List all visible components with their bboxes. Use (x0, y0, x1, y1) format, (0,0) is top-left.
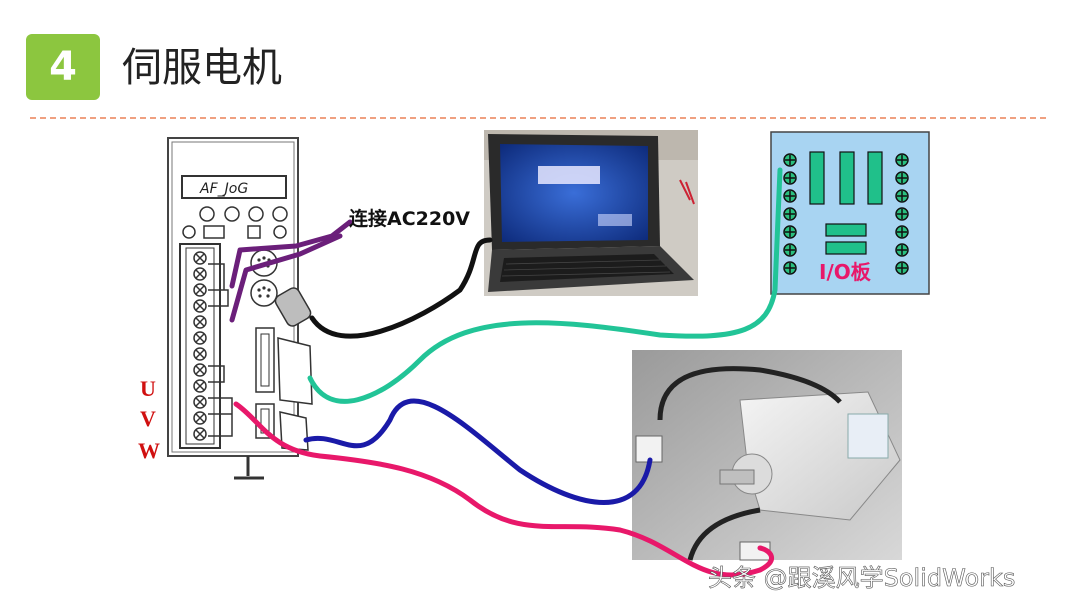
page-title: 伺服电机 (122, 45, 282, 91)
io-board-screw-mark (897, 191, 907, 201)
drive-buttons (199, 206, 288, 222)
power-cable (229, 219, 353, 289)
phase-label-w: W (138, 438, 160, 463)
io-cable (307, 167, 783, 404)
motor-power-cable (233, 401, 774, 578)
power-connection-label: 连接AC220V (349, 207, 470, 230)
io-board: I/O板 (770, 131, 930, 295)
terminal-screw-mark (195, 413, 205, 423)
io-board-screw-mark (897, 263, 907, 273)
drive-display (181, 175, 287, 199)
terminal-screw-mark (195, 285, 205, 295)
io-board-screw-mark (785, 227, 795, 237)
servo-motor-photo (632, 350, 902, 561)
io-board-screw-mark (897, 173, 907, 183)
io-board-screw-mark (897, 245, 907, 255)
terminal-screw-mark (195, 365, 205, 375)
terminal-screw-mark (195, 349, 205, 359)
title-divider (30, 117, 1046, 119)
terminal-screws (193, 251, 207, 441)
drive-display-text: AF_JoG (199, 181, 248, 197)
io-board-screw-mark (785, 245, 795, 255)
io-board-label: I/O板 (819, 260, 872, 284)
section-number-badge: 4 (26, 34, 100, 100)
terminal-screw-mark (195, 301, 205, 311)
io-board-screw-mark (897, 155, 907, 165)
pc-usb-cable (309, 237, 493, 339)
terminal-block (179, 243, 221, 449)
io-board-screw-mark (897, 209, 907, 219)
terminal-screw-mark (195, 269, 205, 279)
io-board-screw-mark (785, 209, 795, 219)
power-cable-2 (229, 233, 343, 323)
terminal-screw-mark (195, 429, 205, 439)
io-board-screw-mark (785, 191, 795, 201)
encoder-cable (303, 398, 653, 505)
io-board-screw-mark (897, 227, 907, 237)
io-board-screw-mark (785, 155, 795, 165)
terminal-screw-mark (195, 397, 205, 407)
terminal-screw-mark (195, 253, 205, 263)
io-board-screw-mark (785, 263, 795, 273)
terminal-screw-mark (195, 317, 205, 327)
phase-label-v: V (140, 406, 156, 431)
laptop-photo (484, 130, 698, 296)
phase-label-u: U (140, 376, 156, 401)
terminal-screw-mark (195, 333, 205, 343)
phase-labels: U V W (138, 376, 160, 463)
watermark: 头条 @跟溪风学SolidWorks (708, 564, 1015, 592)
terminal-screw-mark (195, 381, 205, 391)
io-board-screw-mark (785, 173, 795, 183)
